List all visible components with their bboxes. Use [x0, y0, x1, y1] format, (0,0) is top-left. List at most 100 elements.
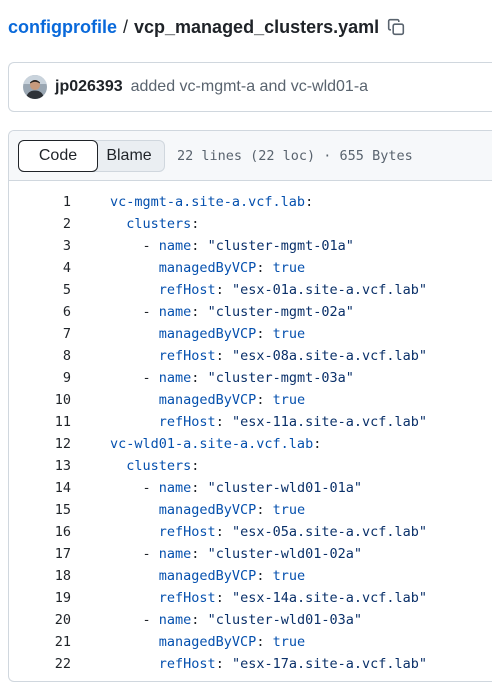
- yaml-colon: :: [313, 436, 322, 452]
- yaml-colon: :: [191, 216, 200, 232]
- yaml-boolean: true: [272, 392, 306, 408]
- code-line: 15 managedByVCP: true: [9, 499, 492, 521]
- line-indent: -: [110, 480, 159, 496]
- line-content: - name: "cluster-wld01-03a": [110, 612, 363, 628]
- code-line: 3 - name: "cluster-mgmt-01a": [9, 235, 492, 257]
- line-indent: [110, 392, 159, 408]
- line-number[interactable]: 11: [54, 414, 71, 430]
- yaml-key: name: [158, 480, 192, 496]
- yaml-key: refHost: [158, 590, 216, 606]
- code-line: 18 managedByVCP: true: [9, 565, 492, 587]
- yaml-colon: :: [256, 326, 273, 342]
- code-line: 10 managedByVCP: true: [9, 389, 492, 411]
- breadcrumb-repo-link[interactable]: configprofile: [8, 16, 117, 37]
- line-indent: [110, 260, 159, 276]
- line-number[interactable]: 17: [54, 546, 71, 562]
- line-number[interactable]: 3: [62, 238, 71, 254]
- commit-message[interactable]: added vc-mgmt-a and vc-wld01-a: [130, 78, 369, 95]
- line-content: clusters:: [110, 458, 199, 474]
- line-content: - name: "cluster-wld01-01a": [110, 480, 363, 496]
- code-line: 16 refHost: "esx-05a.site-a.vcf.lab": [9, 521, 492, 543]
- yaml-colon: :: [256, 392, 273, 408]
- line-number[interactable]: 18: [54, 568, 71, 584]
- line-number[interactable]: 16: [54, 524, 71, 540]
- line-indent: -: [110, 304, 159, 320]
- copy-icon[interactable]: [387, 18, 405, 36]
- line-number[interactable]: 1: [62, 194, 71, 210]
- yaml-string: "cluster-wld01-02a": [207, 546, 362, 562]
- line-number[interactable]: 14: [54, 480, 71, 496]
- line-number[interactable]: 21: [54, 634, 71, 650]
- yaml-boolean: true: [272, 634, 306, 650]
- line-indent: [110, 282, 159, 298]
- line-number[interactable]: 6: [62, 304, 71, 320]
- yaml-key: name: [158, 370, 192, 386]
- breadcrumb-file-name: vcp_managed_clusters.yaml: [134, 16, 380, 37]
- yaml-key: name: [158, 546, 192, 562]
- yaml-key: refHost: [158, 524, 216, 540]
- yaml-key: clusters: [126, 458, 192, 474]
- code-line: 2 clusters:: [9, 213, 492, 235]
- line-indent: [110, 216, 126, 232]
- line-content: managedByVCP: true: [110, 326, 305, 342]
- line-indent: [110, 568, 159, 584]
- yaml-string: "cluster-mgmt-03a": [207, 370, 354, 386]
- line-indent: [110, 524, 159, 540]
- yaml-key: vc-mgmt-a.site-a.vcf.lab: [110, 194, 306, 210]
- line-content: - name: "cluster-mgmt-03a": [110, 370, 354, 386]
- line-content: refHost: "esx-01a.site-a.vcf.lab": [110, 282, 427, 298]
- line-number[interactable]: 7: [62, 326, 71, 342]
- yaml-boolean: true: [272, 568, 306, 584]
- line-indent: [110, 502, 159, 518]
- yaml-key: refHost: [158, 282, 216, 298]
- line-content: refHost: "esx-11a.site-a.vcf.lab": [110, 414, 427, 430]
- code-line: 12 vc-wld01-a.site-a.vcf.lab:: [9, 433, 492, 455]
- code-line: 1 vc-mgmt-a.site-a.vcf.lab:: [9, 191, 492, 213]
- yaml-boolean: true: [272, 260, 306, 276]
- line-content: vc-wld01-a.site-a.vcf.lab:: [110, 436, 321, 452]
- line-content: managedByVCP: true: [110, 260, 305, 276]
- yaml-key: managedByVCP: [158, 260, 257, 276]
- avatar[interactable]: [23, 75, 47, 99]
- line-number[interactable]: 13: [54, 458, 71, 474]
- line-number[interactable]: 15: [54, 502, 71, 518]
- code-line: 9 - name: "cluster-mgmt-03a": [9, 367, 492, 389]
- line-indent: -: [110, 612, 159, 628]
- yaml-string: "cluster-wld01-01a": [207, 480, 362, 496]
- view-toggle: Code Blame: [18, 139, 165, 172]
- breadcrumb: configprofile / vcp_managed_clusters.yam…: [8, 14, 405, 40]
- line-number[interactable]: 9: [62, 370, 71, 386]
- code-line: 19 refHost: "esx-14a.site-a.vcf.lab": [9, 587, 492, 609]
- tab-code[interactable]: Code: [18, 139, 98, 172]
- line-indent: -: [110, 546, 159, 562]
- yaml-key: refHost: [158, 414, 216, 430]
- line-number[interactable]: 20: [54, 612, 71, 628]
- code-line: 20 - name: "cluster-wld01-03a": [9, 609, 492, 631]
- code-line: 11 refHost: "esx-11a.site-a.vcf.lab": [9, 411, 492, 433]
- yaml-boolean: true: [272, 502, 306, 518]
- line-number[interactable]: 5: [62, 282, 71, 298]
- line-content: refHost: "esx-05a.site-a.vcf.lab": [110, 524, 427, 540]
- yaml-string: "esx-11a.site-a.vcf.lab": [231, 414, 428, 430]
- line-content: managedByVCP: true: [110, 392, 305, 408]
- commit-author[interactable]: jp026393: [55, 78, 123, 95]
- yaml-colon: :: [191, 458, 200, 474]
- line-number[interactable]: 2: [62, 216, 71, 232]
- line-number[interactable]: 10: [54, 392, 71, 408]
- tab-blame[interactable]: Blame: [106, 146, 152, 164]
- line-number[interactable]: 19: [54, 590, 71, 606]
- code-line: 4 managedByVCP: true: [9, 257, 492, 279]
- yaml-key: refHost: [158, 656, 216, 672]
- breadcrumb-separator: /: [123, 16, 129, 37]
- line-content: vc-mgmt-a.site-a.vcf.lab:: [110, 194, 313, 210]
- code-line: 14 - name: "cluster-wld01-01a": [9, 477, 492, 499]
- yaml-string: "cluster-mgmt-01a": [207, 238, 354, 254]
- line-indent: [110, 414, 159, 430]
- line-number[interactable]: 8: [62, 348, 71, 364]
- line-number[interactable]: 12: [54, 436, 71, 452]
- line-number[interactable]: 4: [62, 260, 71, 276]
- code-line: 17 - name: "cluster-wld01-02a": [9, 543, 492, 565]
- line-number[interactable]: 22: [54, 656, 71, 672]
- line-indent: [110, 590, 159, 606]
- yaml-string: "esx-01a.site-a.vcf.lab": [231, 282, 428, 298]
